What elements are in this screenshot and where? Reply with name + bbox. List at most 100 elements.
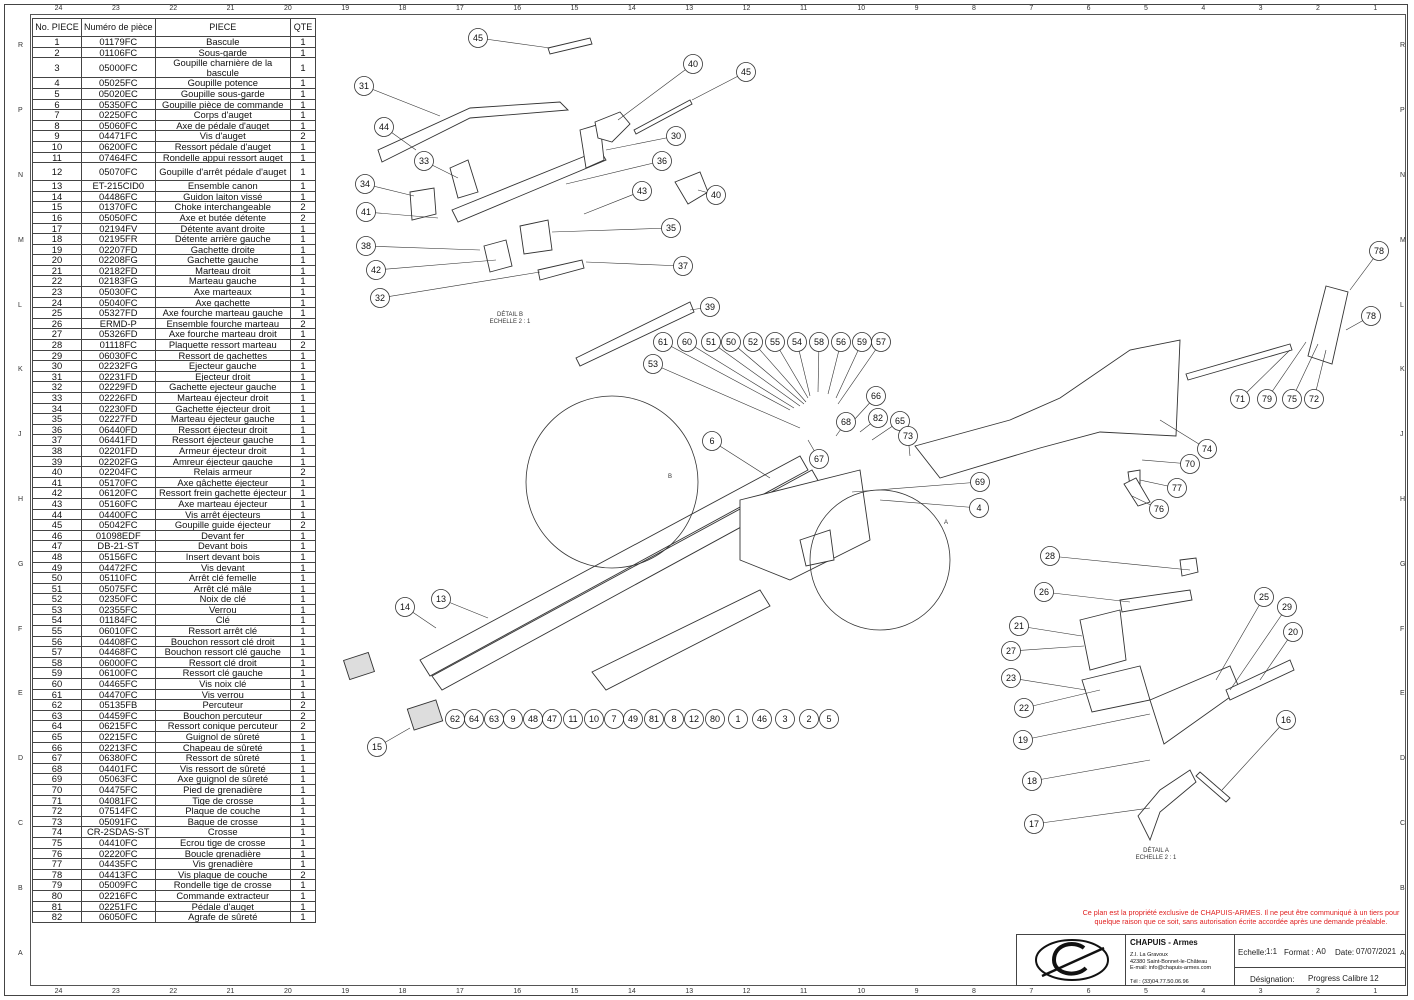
quantity-cell: 1	[290, 254, 316, 266]
reference-cell: 05110FC	[81, 572, 156, 584]
part-number-cell: 4	[32, 77, 82, 89]
callout-number: 10	[589, 714, 599, 724]
part-name-cell: Gachette droite	[154, 243, 292, 256]
callout-number: 82	[873, 413, 883, 423]
callout-number: 80	[710, 714, 720, 724]
leader-line	[1291, 343, 1319, 400]
part-number-cell: 17	[32, 222, 82, 235]
row-zone-label: B	[1400, 884, 1405, 892]
reference-cell: 06050FC	[81, 911, 156, 923]
quantity-cell: 1	[290, 296, 316, 309]
column-zone-label: 23	[112, 988, 120, 995]
callout-number: 51	[706, 337, 716, 347]
quantity-cell: 2	[290, 709, 316, 722]
quantity-cell: 1	[290, 57, 316, 79]
part-callout-balloon: 71	[1230, 389, 1250, 409]
part-name-cell: Ressort conique percuteur	[154, 720, 292, 732]
row-zone-label: K	[1400, 366, 1405, 374]
title-block-divider	[1234, 967, 1406, 968]
reference-cell: 06120FC	[81, 487, 156, 499]
row-zone-label: M	[18, 236, 24, 244]
part-name-cell: Ressort pédale d'auget	[154, 140, 292, 153]
date-label: Date:	[1335, 948, 1355, 957]
callout-number: 20	[1288, 627, 1298, 637]
part-number-cell: 63	[32, 709, 82, 722]
part-number-cell: 22	[32, 275, 82, 288]
leader-line	[1049, 555, 1191, 571]
leader-line	[379, 271, 541, 299]
quantity-cell: 1	[290, 900, 316, 913]
part-name-cell: Axe de pédale d'auget	[154, 119, 292, 132]
part-callout-balloon: 15	[367, 737, 387, 757]
callout-number: 37	[678, 261, 688, 271]
leader-line	[1221, 719, 1287, 791]
part-name-cell: Ejecteur droit	[154, 370, 292, 383]
part-callout-balloon: 78	[1369, 241, 1389, 261]
quantity-cell: 1	[290, 625, 316, 637]
quantity-cell: 1	[290, 109, 316, 121]
part-name-cell: Armeur éjecteur droit	[154, 444, 292, 457]
scale-label: Echelle:	[1238, 948, 1267, 957]
quantity-cell: 1	[290, 46, 316, 59]
column-zone-label: 11	[800, 988, 808, 995]
column-zone-label: 20	[284, 988, 292, 995]
callout-number: 31	[359, 81, 369, 91]
leader-line	[710, 341, 801, 407]
quantity-cell: 1	[290, 455, 316, 468]
part-callout-balloon: 45	[468, 28, 488, 48]
quantity-cell: 1	[290, 603, 316, 616]
part-number-cell: 32	[32, 381, 82, 393]
leader-line	[1031, 759, 1151, 782]
callout-number: 78	[1366, 311, 1376, 321]
callout-number: 14	[400, 602, 410, 612]
callout-number: 78	[1374, 246, 1384, 256]
row-zone-label: L	[18, 301, 22, 309]
quantity-cell: 1	[290, 233, 316, 245]
part-callout-balloon: 27	[1001, 641, 1021, 661]
part-name-cell: Ressort éjecteur droit	[154, 423, 292, 436]
quantity-cell: 1	[290, 307, 316, 319]
part-callout-balloon: 6	[702, 431, 722, 451]
part-callout-balloon: 40	[683, 54, 703, 74]
row-zone-label: C	[1400, 820, 1406, 827]
callout-number: 12	[689, 714, 699, 724]
leader-line	[365, 211, 439, 219]
reference-cell: 02231FD	[81, 370, 156, 383]
quantity-cell: 1	[290, 635, 316, 648]
part-name-cell: Arrêt clé mâle	[154, 582, 292, 595]
part-name-cell: Plaque de couche	[154, 805, 292, 817]
reference-cell: 05063FC	[81, 773, 156, 785]
quantity-cell: 1	[290, 815, 316, 828]
part-callout-balloon: 55	[765, 332, 785, 352]
part-callout-balloon: 78	[1361, 306, 1381, 326]
part-name-cell: Guidon laiton vissé	[154, 190, 292, 203]
part-name-cell: Bouchon ressort clé gauche	[154, 646, 292, 658]
quantity-cell: 1	[290, 794, 316, 807]
part-name-cell: Axe guignol de sûreté	[154, 773, 292, 785]
row-zone-label: F	[18, 625, 23, 633]
part-callout-balloon: 38	[356, 236, 376, 256]
column-zone-label: 1	[1373, 988, 1378, 995]
part-callout-balloon: 9	[503, 709, 523, 729]
column-zone-label: 3	[1258, 5, 1263, 12]
part-name-cell: Vis verrou	[154, 688, 292, 701]
part-number-cell: 62	[32, 699, 82, 711]
part-callout-balloon: 20	[1283, 622, 1303, 642]
callout-number: 11	[568, 714, 577, 724]
part-name-cell: Marteau droit	[154, 264, 292, 277]
format-value: A0	[1316, 947, 1326, 956]
reference-cell: 05156FC	[81, 550, 156, 563]
quantity-cell: 1	[290, 826, 316, 838]
detail-a-title: DÉTAIL A	[1143, 847, 1169, 854]
